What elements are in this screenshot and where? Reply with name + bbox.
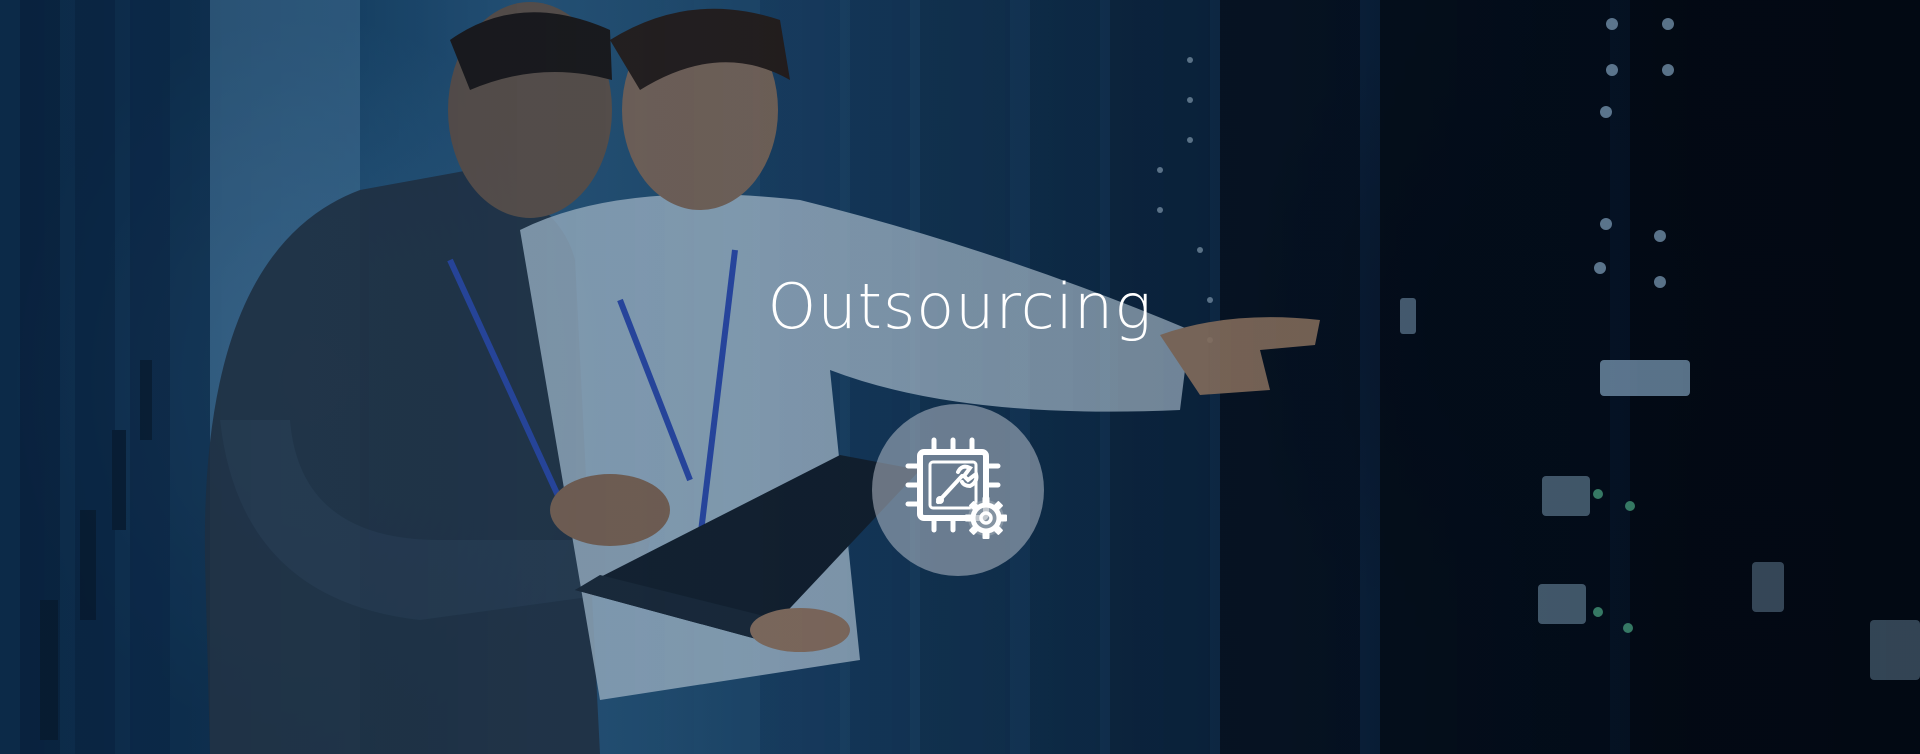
service-icon-badge bbox=[872, 404, 1044, 576]
page-title: Outsourcing bbox=[767, 270, 1153, 343]
chip-wrench-gear-icon bbox=[905, 437, 1007, 539]
